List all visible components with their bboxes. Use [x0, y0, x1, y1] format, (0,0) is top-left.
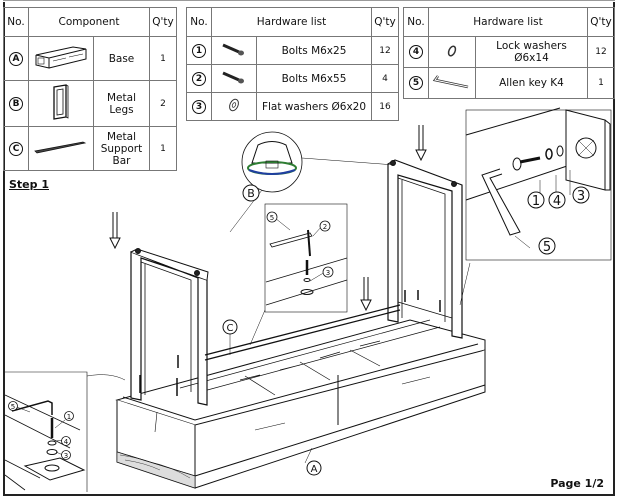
hardware-id: 4: [409, 45, 423, 59]
callout-right-4: 4: [548, 191, 566, 209]
callout-left-3: 3: [61, 450, 71, 460]
callout-left-5: 5: [8, 401, 18, 411]
svg-text:3: 3: [577, 189, 585, 204]
callout-center-3: 3: [322, 266, 334, 278]
hardware-table-2: No. Hardware list Q'ty 4 Lock washers Ø6…: [403, 7, 615, 99]
hardware-id: 1: [192, 43, 206, 58]
callout-center-5: 5: [266, 211, 278, 223]
hardware-qty: 1: [587, 67, 615, 99]
hardware-qty: 16: [371, 92, 399, 121]
metal-leg-frame-icon: [28, 80, 94, 127]
hardware-row: 3 Flat washers Ø6x20 16: [186, 92, 399, 121]
svg-text:2: 2: [323, 223, 327, 231]
callout-base-a: A: [306, 460, 322, 476]
component-qty: 1: [149, 36, 177, 81]
bolt-markers: [139, 290, 441, 396]
step-label: Step 1: [9, 178, 49, 191]
left-metal-leg-drawing: [130, 248, 209, 406]
components-table: No. Component Q'ty A Base 1 B Metal Legs…: [3, 7, 177, 171]
svg-text:C: C: [227, 323, 234, 334]
callout-center-2: 2: [319, 220, 331, 232]
component-row: B Metal Legs 2: [3, 80, 177, 127]
svg-text:4: 4: [553, 194, 561, 209]
hardware-id: 3: [192, 99, 206, 114]
components-header-row: No. Component Q'ty: [3, 7, 177, 37]
svg-text:1: 1: [532, 194, 540, 209]
callout-support-bar-c: C: [222, 319, 238, 335]
hardware-row: 4 Lock washers Ø6x14 12: [403, 36, 615, 68]
callout-right-3: 3: [572, 186, 590, 204]
callout-left-4: 4: [61, 436, 71, 446]
page-number: Page 1/2: [550, 477, 604, 490]
page-frame: [3, 2, 615, 496]
allen-key-icon: [428, 67, 476, 99]
callout-right-1: 1: [527, 191, 545, 209]
hardware-row: 1 Bolts M6x25 12: [186, 36, 399, 65]
center-hardware-detail: [249, 203, 348, 346]
hardware-table-1: No. Hardware list Q'ty 1 Bolts M6x25 12 …: [186, 7, 399, 121]
svg-text:3: 3: [64, 452, 68, 460]
hardware-qty: 12: [587, 36, 615, 68]
flat-washer-icon: [211, 92, 257, 121]
base-cabinet-drawing: [115, 319, 486, 489]
svg-text:4: 4: [64, 438, 69, 446]
component-row: A Base 1: [3, 36, 177, 81]
svg-text:5: 5: [270, 214, 274, 222]
component-qty: 1: [149, 126, 177, 171]
svg-text:3: 3: [326, 269, 330, 277]
down-arrow-icon: [360, 277, 372, 312]
header-hardware: Hardware list: [211, 7, 372, 37]
svg-text:A: A: [311, 464, 318, 475]
down-arrow-icon: [415, 125, 427, 162]
hardware-id: 5: [409, 76, 423, 90]
left-hardware-detail: [4, 371, 126, 492]
svg-text:1: 1: [67, 413, 71, 421]
svg-text:B: B: [247, 187, 255, 200]
header-component: Component: [28, 7, 150, 37]
right-metal-leg-drawing: [387, 159, 463, 339]
bolt-icon: [211, 64, 257, 93]
header-qty: Q'ty: [149, 7, 177, 37]
right-hardware-detail: [459, 107, 612, 306]
callout-right-5: 5: [538, 237, 556, 255]
hardware-row: 2 Bolts M6x55 4: [186, 64, 399, 93]
hardware-name: Flat washers Ø6x20: [256, 92, 372, 121]
down-arrow-icon: [109, 212, 121, 250]
callout-legs-b: B: [242, 184, 260, 202]
component-name: Base: [93, 36, 150, 81]
hardware-row: 5 Allen key K4 1: [403, 67, 615, 99]
hardware-name: Lock washers Ø6x14: [475, 36, 588, 68]
support-bar-drawing: [204, 304, 401, 361]
support-bar-icon: [28, 126, 94, 171]
hardware-id: 2: [192, 71, 206, 86]
leg-foot-detail-callout: [229, 131, 396, 233]
component-id: C: [9, 141, 23, 156]
component-id: A: [9, 51, 23, 66]
svg-text:5: 5: [11, 403, 15, 411]
component-id: B: [9, 96, 23, 111]
svg-text:5: 5: [543, 240, 551, 255]
callout-left-1: 1: [64, 411, 74, 421]
top-rule: [3, 0, 615, 4]
